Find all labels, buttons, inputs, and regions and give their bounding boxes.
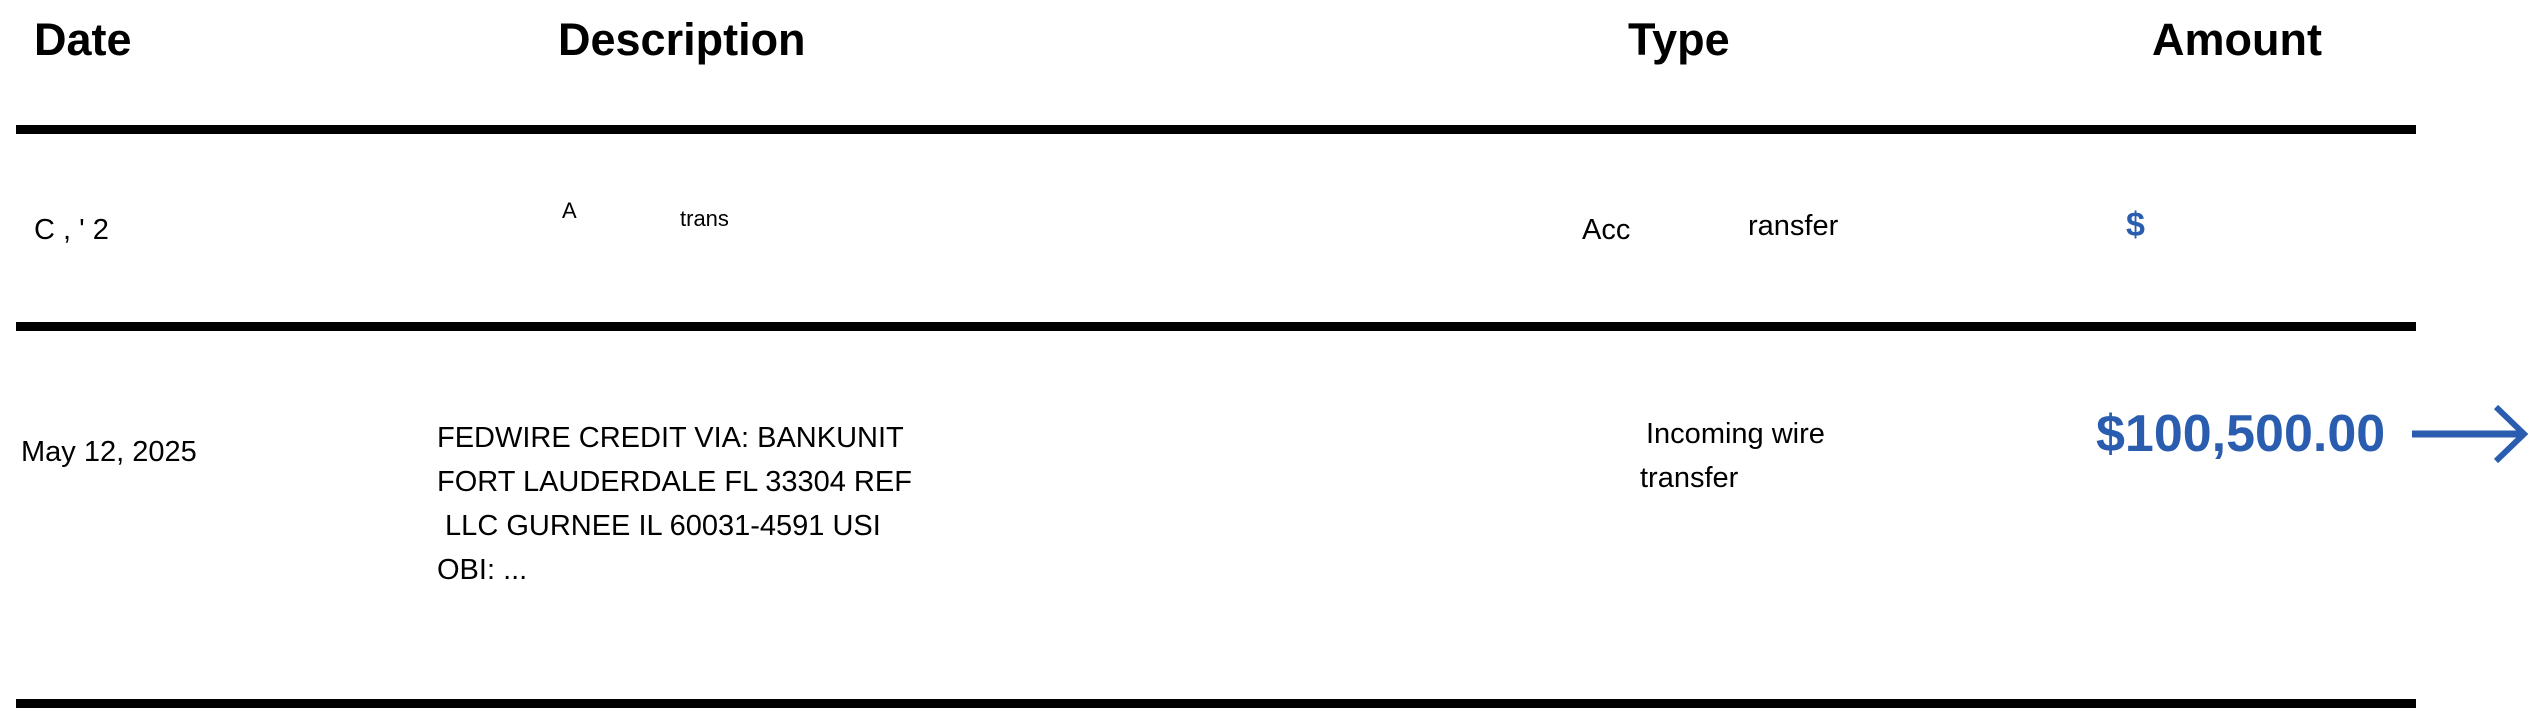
- description-line: FEDWIRE CREDIT VIA: BANKUNIT: [437, 422, 904, 454]
- type-line: transfer: [1640, 462, 1739, 494]
- divider: [16, 699, 2416, 708]
- row-date-fragment: C , ' 2: [34, 214, 109, 246]
- divider: [16, 322, 2416, 331]
- row-description: FEDWIRE CREDIT VIA: BANKUNIT FORT LAUDER…: [437, 416, 912, 592]
- header-amount: Amount: [2152, 14, 2322, 65]
- arrow-right-icon[interactable]: [2412, 404, 2530, 464]
- row-type: Incoming wire transfer: [1640, 412, 1825, 500]
- type-line: Incoming wire: [1646, 418, 1825, 450]
- header-date: Date: [34, 14, 132, 65]
- row-amount: $100,500.00: [2096, 405, 2386, 463]
- row-description-fragment: A: [562, 198, 577, 223]
- row-type-fragment: Acc: [1582, 214, 1631, 246]
- description-line: FORT LAUDERDALE FL 33304 REF: [437, 466, 912, 498]
- row-amount-fragment: $: [2126, 206, 2145, 240]
- description-line: OBI: ...: [437, 554, 528, 586]
- row-date: May 12, 2025: [21, 436, 197, 468]
- divider: [16, 125, 2416, 134]
- row-description-fragment: trans: [680, 206, 729, 231]
- header-type: Type: [1628, 14, 1730, 65]
- header-description: Description: [558, 14, 806, 65]
- description-line: LLC GURNEE IL 60031-4591 USI: [437, 510, 881, 542]
- row-type-fragment: ransfer: [1748, 210, 1839, 242]
